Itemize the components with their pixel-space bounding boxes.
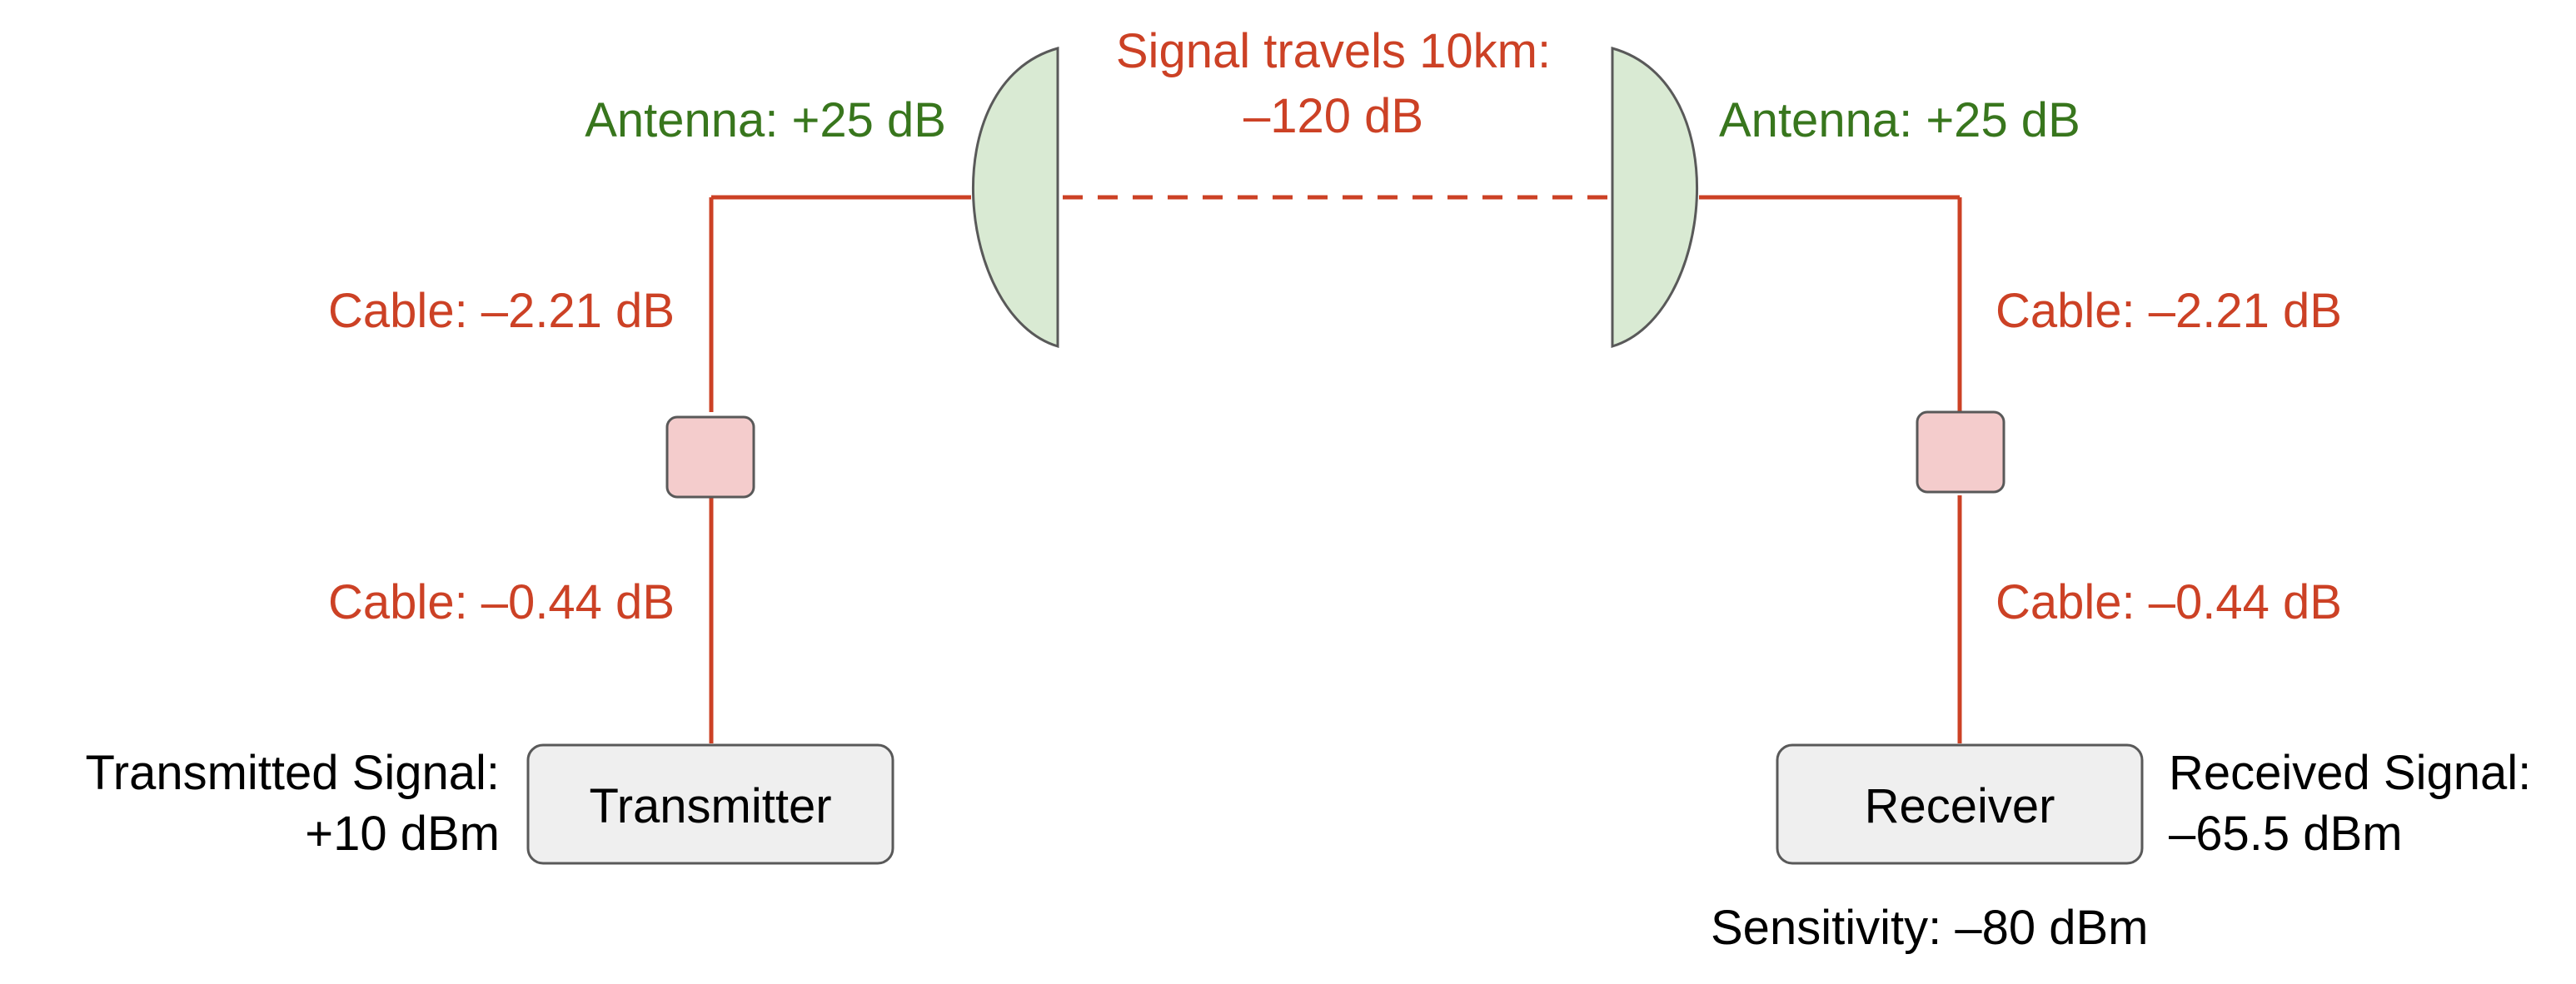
tx-cable-connector — [665, 415, 755, 499]
rx-antenna-dish — [1611, 47, 1698, 349]
rx-cable-connector — [1916, 410, 2005, 494]
link-loss-label-line2: –120 dB — [1243, 89, 1423, 143]
tx-antenna-gain-label: Antenna: +25 dB — [585, 93, 946, 147]
rx-lower-cable-loss-label: Cable: –0.44 dB — [1996, 575, 2342, 629]
receiver-sensitivity-label: Sensitivity: –80 dBm — [1711, 901, 2148, 955]
tx-upper-cable-loss-label: Cable: –2.21 dB — [328, 284, 675, 338]
transmitted-signal-label-line2: +10 dBm — [305, 807, 500, 861]
received-signal-label-line1: Received Signal: — [2169, 746, 2531, 800]
tx-lower-cable-loss-label: Cable: –0.44 dB — [328, 575, 675, 629]
transmitted-signal-label-line1: Transmitted Signal: — [85, 746, 500, 800]
tx-antenna-dish — [972, 47, 1059, 349]
transmitter-box: Transmitter — [526, 743, 894, 865]
received-signal-label-line2: –65.5 dBm — [2169, 807, 2403, 861]
transmitter-label: Transmitter — [589, 779, 831, 833]
link-loss-label-line1: Signal travels 10km: — [1116, 24, 1551, 78]
receiver-box: Receiver — [1776, 743, 2144, 865]
receiver-label: Receiver — [1865, 779, 2055, 833]
rx-antenna-gain-label: Antenna: +25 dB — [1719, 93, 2080, 147]
rx-upper-cable-loss-label: Cable: –2.21 dB — [1996, 284, 2342, 338]
